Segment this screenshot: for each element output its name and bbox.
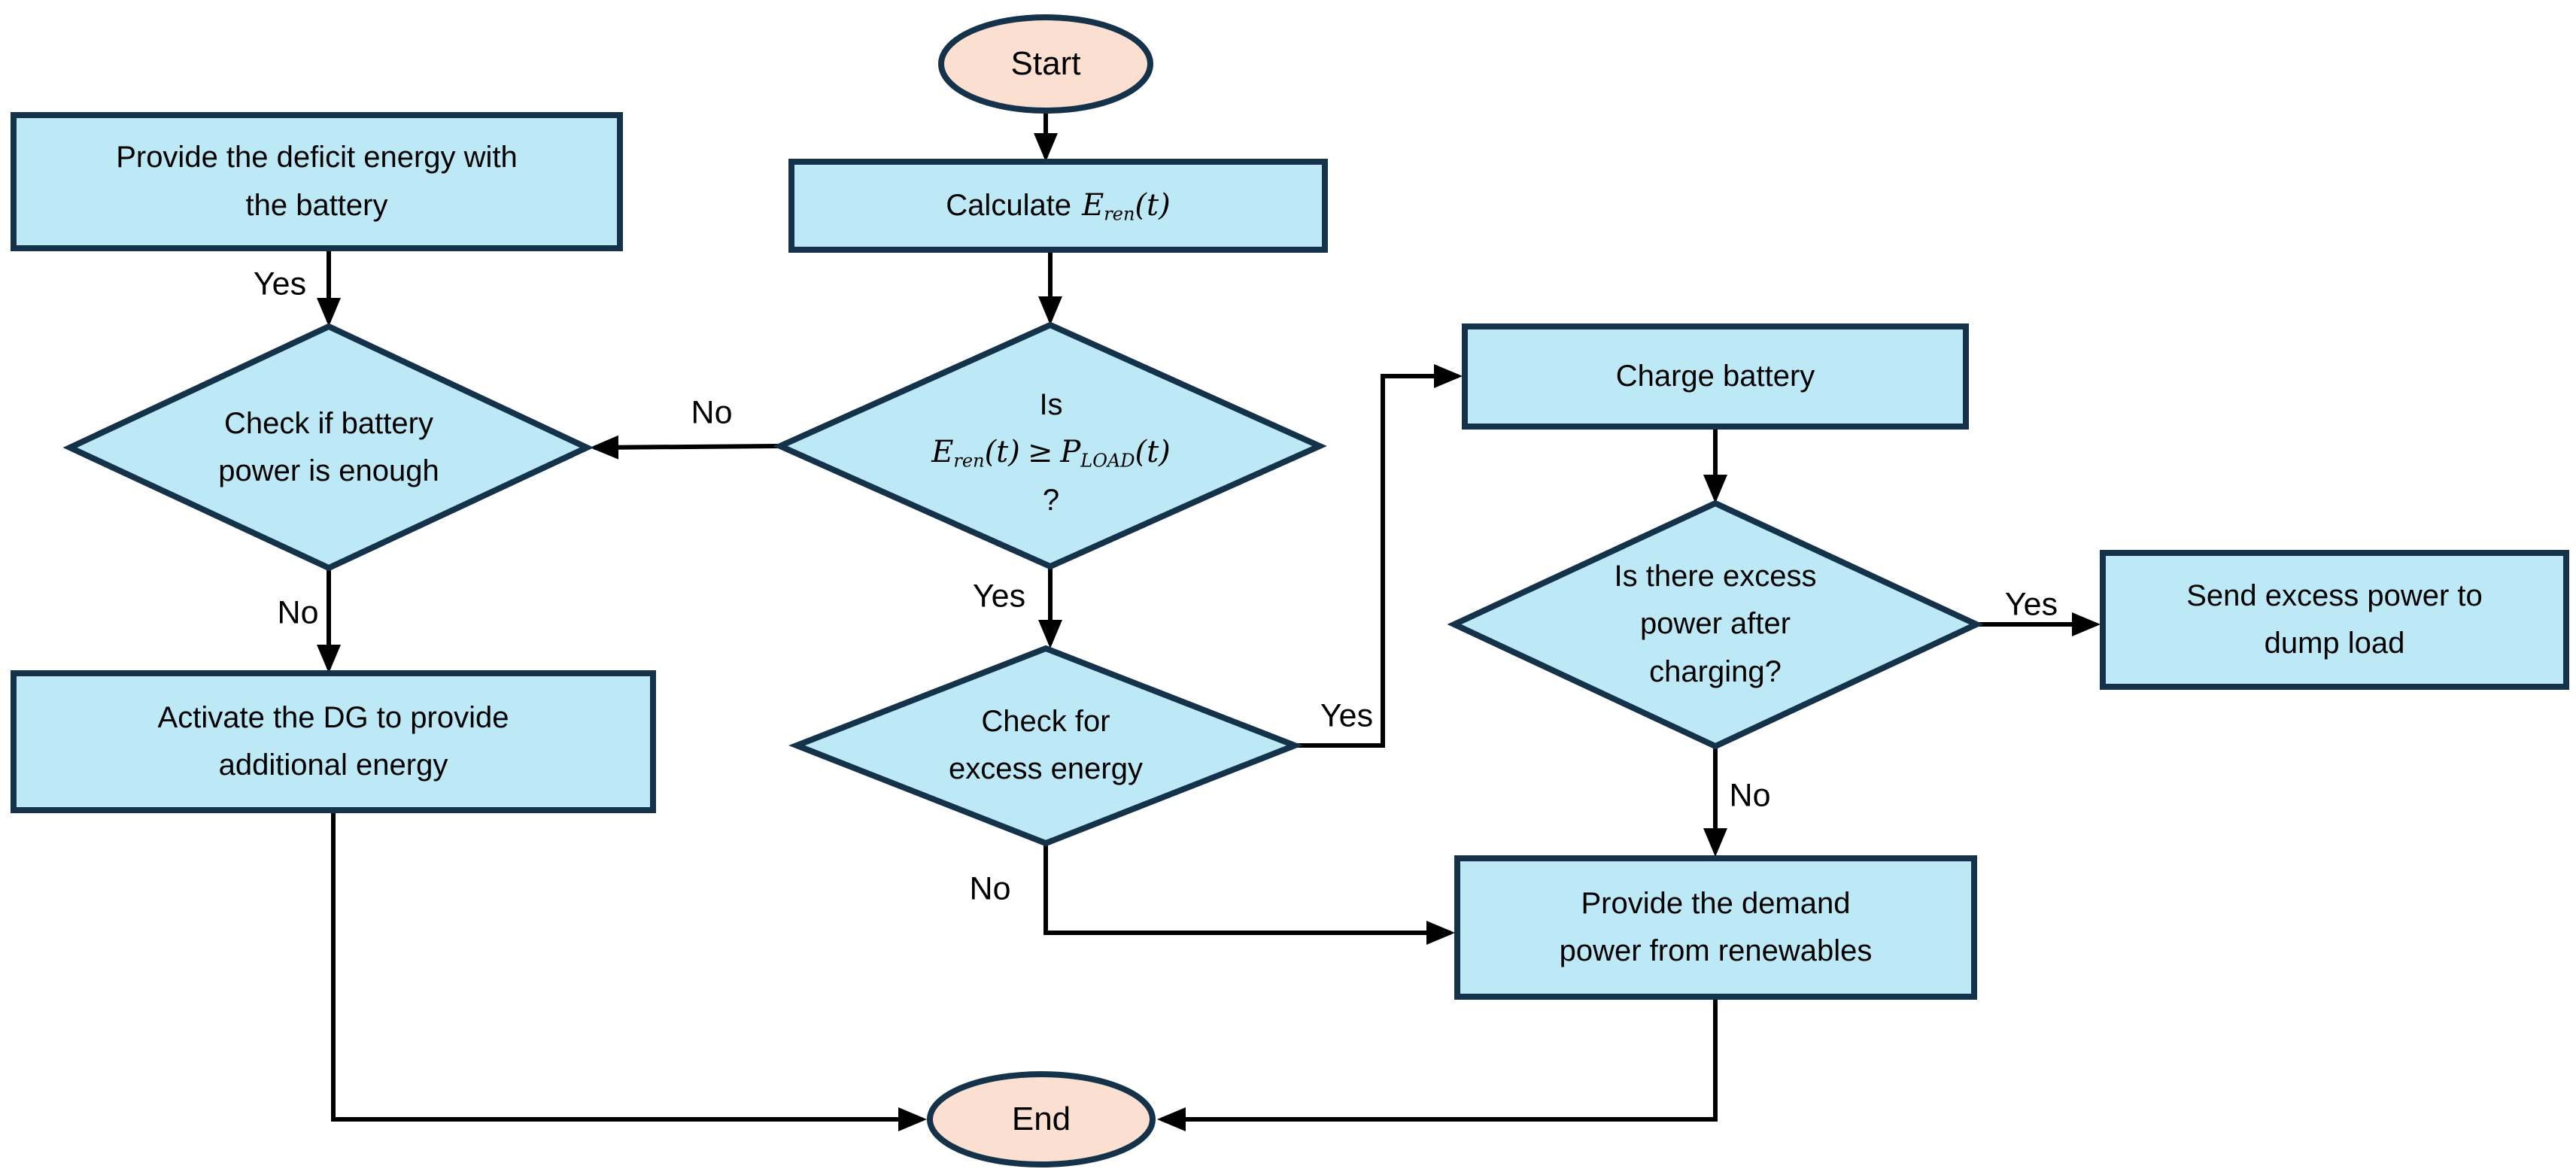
end-terminal-label: End <box>930 1074 1153 1164</box>
dump-label-text: Send excess power to dump load <box>2186 578 2483 660</box>
main-p-subscript: LOAD <box>1080 451 1135 472</box>
renewables-label-text: Provide the demand power from renewables <box>1559 886 1873 967</box>
dg-process-label: Activate the DG to provide additional en… <box>14 673 653 810</box>
main-decision-line2: Eren(t)≥PLOAD(t) <box>931 429 1171 476</box>
main-e-var: E <box>931 435 954 470</box>
dg-label-text: Activate the DG to provide additional en… <box>157 700 509 782</box>
main-decision-label: Is Eren(t)≥PLOAD(t) ? <box>825 340 1277 566</box>
edge-label-main-yes: Yes <box>972 578 1026 615</box>
edge-label-main-no: No <box>691 394 733 431</box>
calculate-process-label: Calculate Eren(t) <box>791 162 1325 250</box>
calculate-label-text: Calculate Eren(t) <box>946 182 1170 229</box>
main-decision-text: Is Eren(t)≥PLOAD(t) ? <box>931 381 1171 524</box>
main-decision-shape <box>773 321 1327 570</box>
deficit-process-label: Provide the deficit energy with the batt… <box>14 115 620 248</box>
charge-process-shape <box>1462 323 1969 430</box>
connector-renewables-to-end <box>1157 998 1718 1131</box>
renewables-process-label: Provide the demand power from renewables <box>1457 858 1974 997</box>
main-e-subscript: ren <box>953 451 985 472</box>
start-terminal-label: Start <box>941 17 1150 111</box>
after-charge-check-decision-shape <box>1447 499 1984 750</box>
main-decision-line1: Is <box>1039 388 1063 422</box>
end-label-text: End <box>1011 1101 1071 1138</box>
dg-process-shape <box>11 670 656 813</box>
deficit-label-text: Provide the deficit energy with the batt… <box>116 141 518 222</box>
edge-label-deficit-yes: Yes <box>253 266 307 302</box>
after-charge-check-text: Is there excess power after charging? <box>1614 560 1817 688</box>
charge-label-text: Charge battery <box>1615 359 1815 393</box>
calculate-var: E <box>1082 187 1104 223</box>
dump-process-label: Send excess power to dump load <box>2103 553 2566 687</box>
main-p-arg: (t) <box>1135 435 1171 470</box>
dump-process-shape <box>2100 550 2569 690</box>
end-terminal-shape <box>927 1071 1156 1167</box>
calculate-prefix: Calculate <box>946 188 1072 222</box>
edge-label-excess-no: No <box>969 870 1011 907</box>
calculate-subscript: ren <box>1104 203 1135 225</box>
start-terminal-shape <box>938 14 1153 114</box>
renewables-process-shape <box>1454 855 1977 1000</box>
excess-check-text: Check for excess energy <box>949 704 1143 785</box>
connector-dg-to-end <box>331 812 927 1131</box>
battery-check-text: Check if battery power is enough <box>218 406 439 487</box>
excess-check-label: Check for excess energy <box>820 656 1271 835</box>
main-e-arg: (t) <box>984 435 1020 470</box>
charge-process-label: Charge battery <box>1465 326 1966 427</box>
start-label-text: Start <box>1010 45 1081 83</box>
calculate-arg: (t) <box>1135 187 1171 223</box>
deficit-process-shape <box>11 112 623 251</box>
connector-excess-yes-to-charge <box>1295 364 1463 748</box>
battery-check-decision-shape <box>62 323 594 572</box>
main-decision-line3: ? <box>1042 483 1060 517</box>
main-p-var: P <box>1060 435 1081 470</box>
greater-equal-operator: ≥ <box>1027 435 1053 470</box>
battery-check-label: Check if battery power is enough <box>103 342 554 554</box>
edge-label-after-no: No <box>1729 777 1771 814</box>
calculate-process-shape <box>788 159 1328 253</box>
excess-check-decision-shape <box>788 645 1303 847</box>
edge-label-after-yes: Yes <box>2004 586 2058 623</box>
edge-label-battery-no: No <box>277 594 319 631</box>
connector-main-no-to-battery-check <box>590 435 779 460</box>
after-charge-check-label: Is there excess power after charging? <box>1490 515 1941 734</box>
connector-excess-no-to-renewables <box>1043 845 1455 945</box>
edge-label-excess-yes: Yes <box>1320 697 1374 734</box>
